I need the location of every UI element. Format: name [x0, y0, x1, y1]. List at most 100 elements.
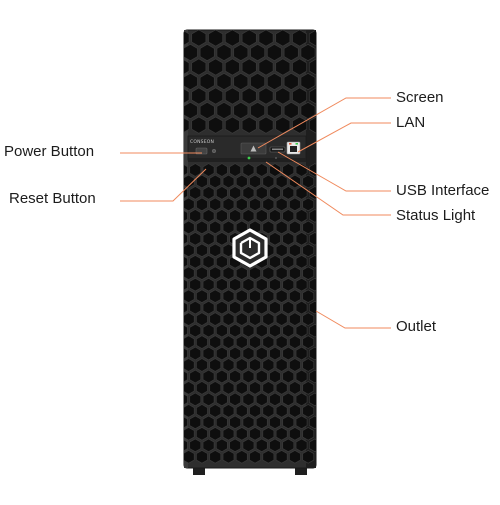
vent-hole [269, 186, 281, 200]
vent-hole [202, 415, 215, 430]
label-status-light: Status Light [396, 207, 476, 224]
vent-hole [302, 449, 315, 464]
vent-hole [295, 231, 308, 246]
lower-vent-grille [184, 163, 316, 464]
vent-hole [233, 43, 249, 62]
vent-hole [235, 335, 248, 349]
vent-hole [229, 392, 242, 407]
vent-hole [255, 392, 268, 407]
vent-hole [292, 87, 308, 105]
vent-hole [229, 186, 242, 200]
vent-hole [209, 197, 222, 212]
vent-hole [191, 58, 207, 76]
vent-hole [184, 289, 195, 304]
vent-hole [215, 346, 228, 361]
vent-hole [255, 300, 268, 315]
cube-hexagon-icon [232, 228, 268, 268]
vent-hole [249, 197, 261, 212]
label-screen: Screen [396, 89, 444, 106]
vent-hole [300, 72, 316, 91]
vent-hole [289, 220, 301, 235]
vent-hole [250, 101, 266, 120]
vent-hole [235, 174, 248, 189]
vent-hole [215, 415, 228, 430]
vent-hole [300, 43, 316, 62]
vent-hole [295, 300, 308, 315]
vent-hole [262, 426, 275, 441]
vent-hole [184, 381, 195, 395]
vent-hole [289, 335, 301, 349]
vent-hole [184, 277, 188, 292]
vent-hole [255, 415, 268, 430]
vent-hole [202, 186, 215, 200]
vent-hole [295, 186, 308, 200]
vent-hole [189, 323, 202, 338]
vent-hole [215, 438, 228, 453]
vent-hole [302, 426, 315, 441]
vent-hole [302, 220, 315, 235]
vent-hole [308, 415, 316, 430]
vent-hole [209, 381, 222, 395]
vent-hole [275, 426, 288, 441]
vent-hole [249, 266, 261, 281]
vent-hole [196, 197, 208, 212]
vent-hole [235, 266, 248, 281]
brand-name: CONSEON [190, 140, 215, 145]
vent-hole [222, 404, 235, 418]
vent-hole [302, 174, 315, 189]
vent-hole [266, 101, 282, 120]
vent-hole [215, 369, 228, 384]
vent-hole [282, 300, 295, 315]
vent-hole [295, 254, 308, 269]
vent-hole [196, 358, 208, 372]
leader-reset-button [120, 168, 207, 202]
vent-hole [292, 116, 308, 134]
vent-hole [258, 58, 274, 76]
vent-hole [269, 254, 281, 269]
vent-hole [242, 415, 255, 430]
vent-hole [289, 426, 301, 441]
vent-hole [275, 197, 288, 212]
vent-hole [229, 346, 242, 361]
vent-hole [184, 243, 195, 258]
reset-button[interactable] [211, 148, 217, 154]
vent-hole [295, 392, 308, 407]
leader-usb-interface [277, 151, 391, 192]
vent-hole [262, 174, 275, 189]
vent-hole [242, 392, 255, 407]
left-foot [193, 466, 205, 475]
vent-hole [184, 392, 188, 407]
status-light [247, 156, 251, 160]
vent-hole [215, 323, 228, 338]
vent-hole [262, 358, 275, 372]
vent-hole [184, 426, 195, 441]
vent-hole [295, 277, 308, 292]
vent-hole [196, 243, 208, 258]
vent-hole [283, 43, 299, 62]
vent-hole [282, 277, 295, 292]
vent-hole [184, 197, 195, 212]
vent-hole [189, 254, 202, 269]
vent-hole [202, 346, 215, 361]
vent-hole [241, 116, 257, 134]
vent-hole [189, 163, 202, 177]
vent-hole [258, 87, 274, 105]
vent-hole [229, 369, 242, 384]
vent-hole [255, 369, 268, 384]
vent-hole [209, 289, 222, 304]
vent-hole [199, 72, 215, 91]
vent-hole [282, 254, 295, 269]
vent-hole [289, 312, 301, 326]
vent-hole [209, 174, 222, 189]
vent-hole [282, 415, 295, 430]
screen-warning-icon [250, 145, 257, 152]
vent-hole [224, 58, 240, 76]
vent-hole [282, 231, 295, 246]
vent-hole [184, 404, 195, 418]
vent-hole [209, 335, 222, 349]
vent-hole [184, 43, 198, 62]
vent-hole [289, 381, 301, 395]
vent-hole [242, 369, 255, 384]
vent-hole [269, 369, 281, 384]
vent-hole [308, 369, 316, 384]
